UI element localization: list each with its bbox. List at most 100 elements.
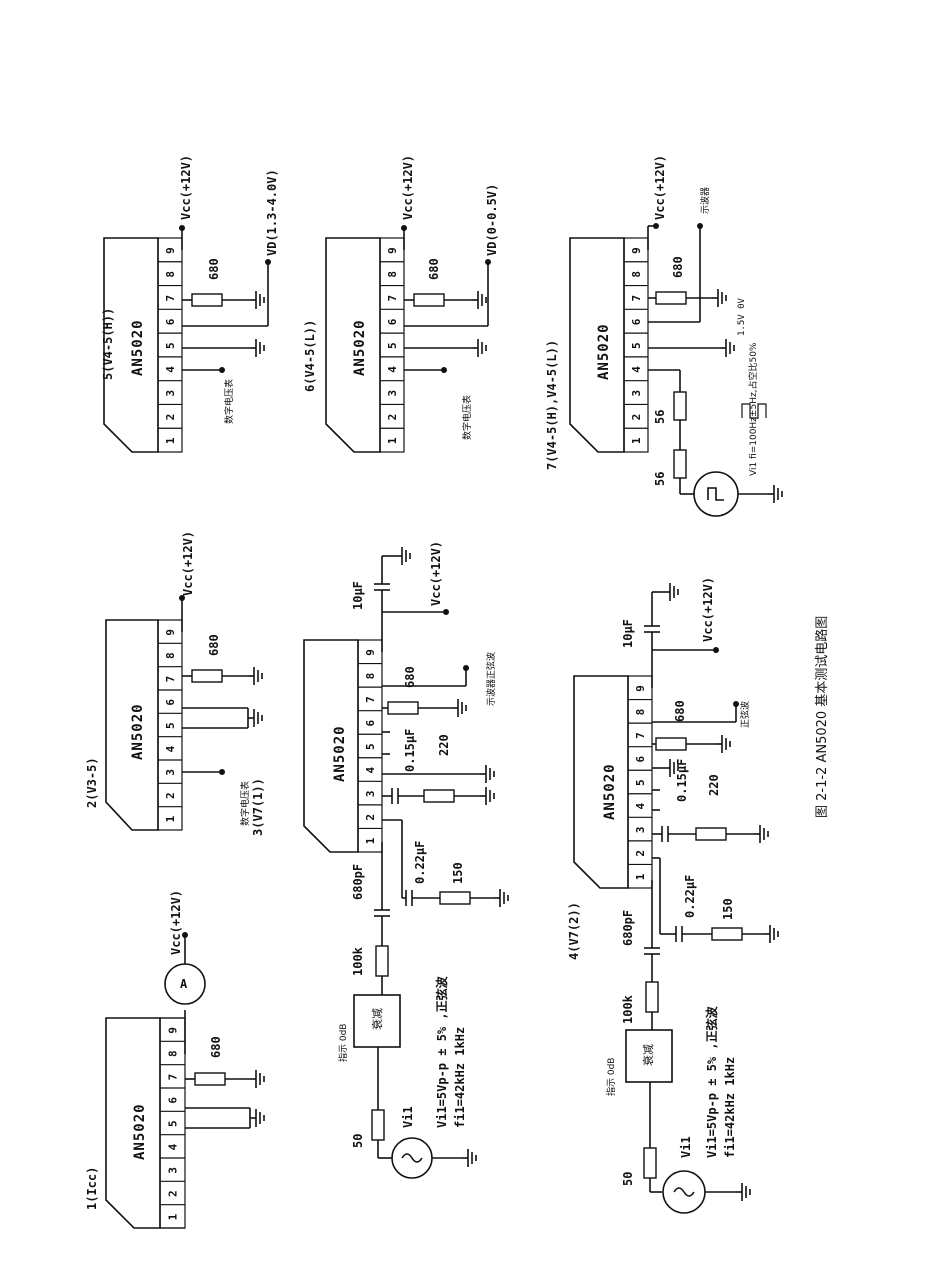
circuit-title: 5(V4-5(H)): [101, 308, 115, 380]
cap-015uF: 0.15μF: [675, 759, 689, 802]
pin-number: 5: [167, 1120, 180, 1127]
ammeter-label: A: [180, 977, 188, 991]
pin-number: 6: [167, 1097, 180, 1104]
chip-label: AN5020: [130, 703, 146, 760]
pin-number: 3: [364, 790, 377, 797]
cap-015uF: 0.15μF: [403, 729, 417, 772]
vi1-label: Vi1: [401, 1106, 415, 1128]
resistor-56: [673, 449, 687, 479]
pin-number: 8: [386, 271, 399, 278]
circuit-title: 6(V4-5(L)): [303, 320, 317, 392]
attenuator-label: 衰减: [370, 1008, 384, 1030]
pin-number: 4: [167, 1143, 180, 1150]
fi1-spec: fi1=42kHz 1kHz: [453, 1027, 467, 1128]
resistor-680: [655, 291, 687, 305]
pin-number: 8: [634, 709, 647, 716]
pin-strip: [379, 237, 405, 453]
chip-label: AN5020: [132, 1103, 148, 1160]
pin-number: 6: [164, 318, 177, 325]
vcc-label: Vcc(+12V): [701, 577, 715, 642]
vd-label: VD(1.3-4.0V): [265, 169, 279, 256]
vcc-label: Vcc(+12V): [169, 890, 183, 955]
pin-strip: [623, 237, 649, 453]
resistor-680: [655, 737, 687, 751]
resistor-220: [695, 827, 727, 841]
dvm-label: 数字电压表: [223, 379, 235, 424]
resistor-56: [673, 391, 687, 421]
resistor-680: [413, 293, 445, 307]
pin-number: 7: [634, 732, 647, 739]
pin-number: 7: [630, 295, 643, 302]
chip-body: [303, 639, 359, 853]
resistor-680-value: 680: [403, 666, 417, 688]
pin-number: 2: [364, 814, 377, 821]
cap-10uF: 10μF: [621, 619, 635, 648]
pin-number: 1: [386, 437, 399, 444]
pin-number: 1: [634, 873, 647, 880]
chip-label: AN5020: [602, 763, 618, 820]
pin-strip: [159, 1017, 186, 1229]
pulse-levels: 1.5V 0V: [737, 297, 747, 336]
pin-number: 1: [164, 437, 177, 444]
resistor-150-value: 150: [451, 862, 465, 884]
pin-number: 8: [164, 271, 177, 278]
pin-number: 3: [167, 1167, 180, 1174]
resistor-680-value: 680: [207, 258, 221, 280]
vi1-label: Vi1: [679, 1136, 693, 1158]
pulse-waveform: [741, 403, 767, 419]
resistor-680: [191, 669, 223, 683]
pin-number: 8: [167, 1050, 180, 1057]
circuit-title: 2(V3-5): [85, 757, 99, 808]
pin-number: 3: [634, 826, 647, 833]
pin-number: 2: [167, 1190, 180, 1197]
pin-number: 3: [630, 390, 643, 397]
resistor-680: [194, 1072, 226, 1086]
pin-number: 2: [634, 850, 647, 857]
pin-number: 8: [364, 673, 377, 680]
pin-number: 1: [167, 1213, 180, 1220]
resistor-680-value: 680: [427, 258, 441, 280]
pin-number: 4: [364, 767, 377, 774]
chip-body: [573, 675, 629, 889]
chip-label: AN5020: [596, 323, 612, 380]
circuit-title: 4(V7(2)): [567, 902, 581, 960]
pin-number: 8: [164, 652, 177, 659]
pin-number: 6: [364, 719, 377, 726]
pin-number: 5: [164, 722, 177, 729]
pin-number: 7: [167, 1074, 180, 1081]
figure-caption: 图 2-1-2 AN5020 基本测试电路图: [814, 616, 830, 818]
pin-number: 5: [386, 342, 399, 349]
resistor-220: [423, 789, 455, 803]
circuit-title: 1(Icc): [85, 1167, 99, 1210]
pin-number: 7: [364, 696, 377, 703]
chip-body: [569, 237, 625, 453]
resistor-680-value: 680: [207, 634, 221, 656]
dvm-label: 数字电压表: [239, 781, 251, 826]
pin-number: 2: [630, 414, 643, 421]
resistor-680: [191, 293, 223, 307]
resistor-50: [371, 1109, 385, 1141]
pin-number: 9: [386, 247, 399, 254]
resistor-50: [643, 1147, 657, 1179]
resistor-220-value: 220: [707, 774, 721, 796]
pin-number: 4: [630, 366, 643, 373]
pin-strip: [157, 237, 183, 453]
pin-number: 2: [164, 414, 177, 421]
vi1-spec: Vi1=5Vp-p ± 5% ,正弦波: [434, 975, 449, 1128]
pin-number: 1: [630, 437, 643, 444]
resistor-50-value: 50: [351, 1134, 365, 1148]
pin-number: 3: [164, 769, 177, 776]
chip-body: [105, 1017, 161, 1229]
vcc-label: Vcc(+12V): [653, 155, 667, 220]
pin-number: 9: [164, 629, 177, 636]
resistor-150-value: 150: [721, 898, 735, 920]
pin-number: 3: [164, 390, 177, 397]
chip-label: AN5020: [130, 319, 146, 376]
dvm-label: 数字电压表: [461, 395, 473, 440]
